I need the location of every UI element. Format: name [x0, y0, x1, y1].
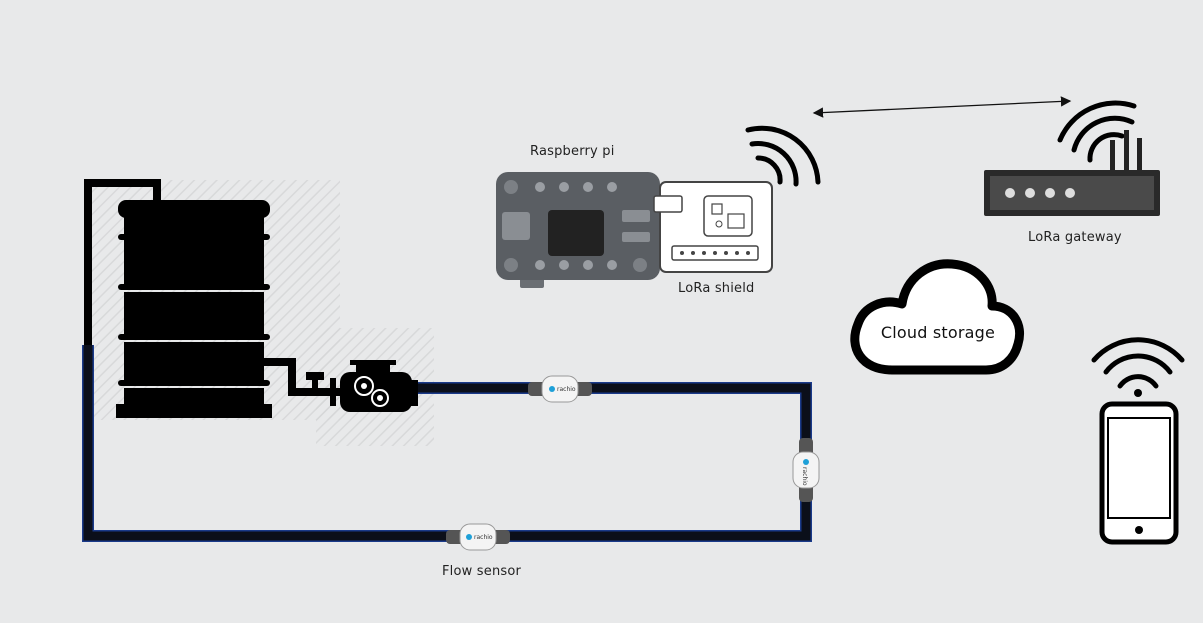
smartphone-icon [1091, 337, 1185, 545]
pipe-loop [82, 345, 812, 542]
sensor-brand-label: rachio [557, 386, 576, 393]
raspberry-pi-label: Raspberry pi [530, 144, 615, 159]
sensor-brand-label: rachio [474, 534, 493, 541]
raspberry-pi-icon [496, 172, 660, 288]
flow-sensor-label: Flow sensor [442, 564, 522, 579]
bidirectional-arrow-icon [812, 96, 1072, 118]
lora-shield-label: LoRa shield [678, 281, 755, 296]
flow-sensor-bottom: rachio [446, 523, 510, 551]
flow-sensor-top: rachio [528, 375, 592, 403]
sensor-brand-label: rachio [801, 467, 808, 486]
water-tank-icon [84, 179, 340, 418]
pump-icon [340, 360, 418, 412]
cloud-icon [850, 259, 1024, 375]
cloud-storage-label: Cloud storage [880, 323, 996, 342]
wifi-icon [745, 125, 821, 187]
router-icon [984, 100, 1160, 216]
lora-shield-icon [653, 181, 773, 273]
lora-gateway-label: LoRa gateway [1028, 230, 1122, 245]
flow-sensor-right: rachio [792, 438, 820, 502]
